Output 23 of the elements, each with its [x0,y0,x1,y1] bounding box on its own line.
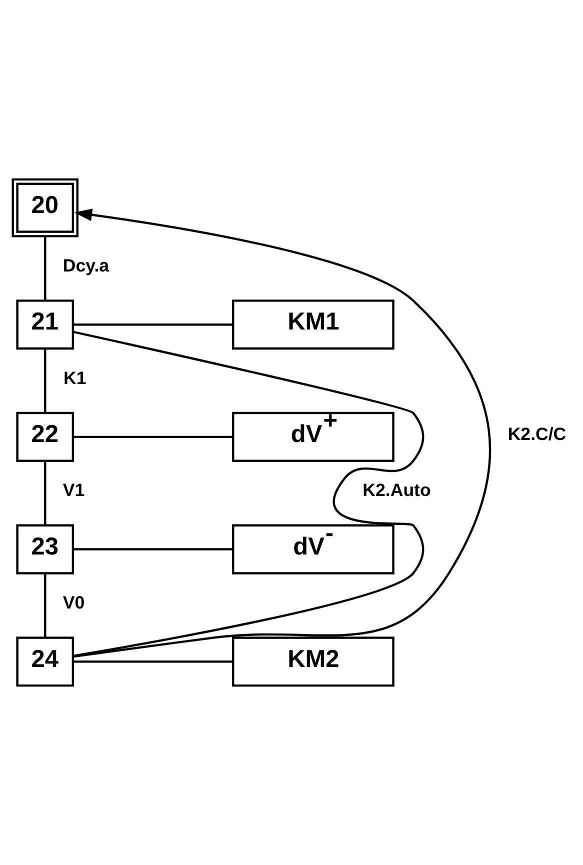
edge-label: V1 [62,480,85,500]
edge-label: K2.C/C [508,424,566,444]
edge-label: Dcy.a [62,256,110,276]
node-box: 22 [16,412,74,462]
edge-label: V0 [62,592,85,613]
edge-label: K1 [63,368,86,388]
node-box: KM1 [232,300,394,350]
connector [73,548,234,550]
connector [44,236,46,301]
connector [73,436,234,438]
arrow [72,208,491,658]
node-box: 24 [16,636,74,687]
connector [72,330,424,658]
connector [73,660,234,663]
node-box: 20 [12,178,78,238]
node-box: 21 [16,300,74,350]
edge-label: K2.Auto [362,480,431,500]
node-box: 23 [16,524,74,574]
connector [73,324,234,326]
node-box: KM2 [232,636,394,687]
connector [44,460,46,525]
connector [44,573,46,638]
connector [44,348,46,413]
